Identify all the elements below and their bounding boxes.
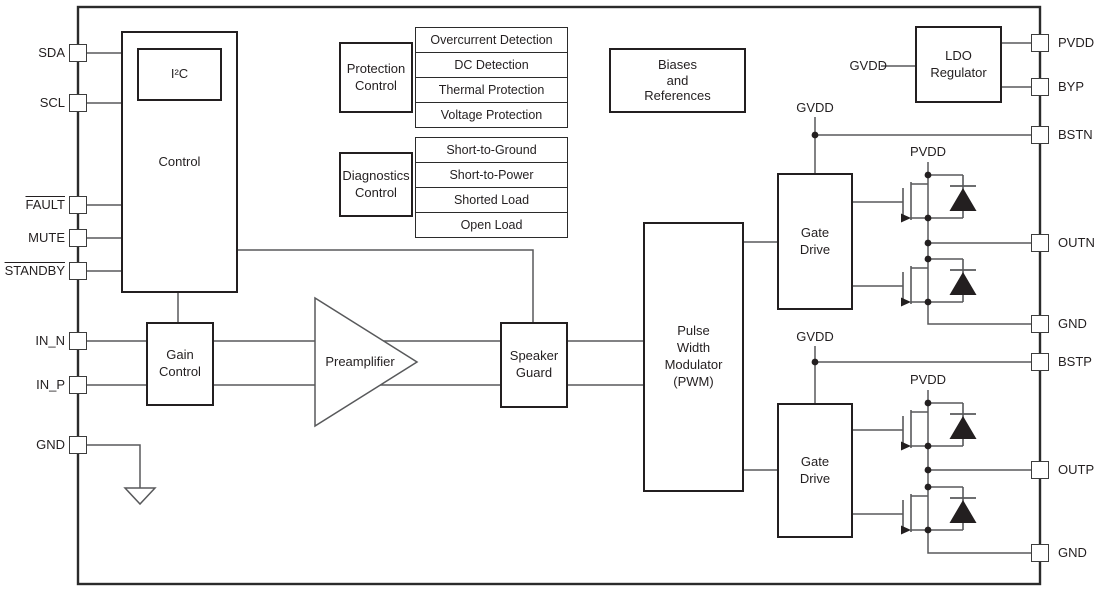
pin-mute — [69, 229, 87, 247]
pin-scl — [69, 94, 87, 112]
pin-label-bstn: BSTN — [1058, 127, 1093, 142]
pin-label-sda: SDA — [38, 45, 65, 60]
nmos-low-side-p — [900, 486, 978, 536]
i2c-block: I²C — [137, 48, 222, 101]
wire-gvdd-lower-bstp — [814, 346, 1031, 403]
control-label: Control — [158, 153, 201, 169]
net-pvdd-upper: PVDD — [909, 144, 947, 159]
net-pvdd-lower: PVDD — [909, 372, 947, 387]
net-gvdd-ldo: GVDD — [849, 58, 887, 73]
protection-row-label: DC Detection — [454, 57, 529, 72]
wire-control-pin-stubs — [87, 52, 121, 272]
diagnostics-row-label: Shorted Load — [453, 192, 530, 207]
protection-control-label: Protection Control — [346, 60, 406, 93]
protection-row-label: Thermal Protection — [438, 82, 545, 97]
protection-row-overcurrent: Overcurrent Detection — [415, 27, 568, 53]
pin-label-gnd-lower: GND — [1058, 545, 1087, 560]
pin-sda — [69, 44, 87, 62]
pin-pvdd — [1031, 34, 1049, 52]
pin-label-byp: BYP — [1058, 79, 1085, 94]
pin-label-standby: STANDBY — [4, 263, 65, 278]
ldo-regulator-label: LDO Regulator — [930, 47, 987, 80]
net-gvdd-lower: GVDD — [796, 329, 834, 344]
diagnostics-row-short-to-ground: Short-to-Ground — [415, 137, 568, 163]
diagnostics-row-label: Short-to-Power — [449, 167, 534, 182]
pin-gnd-lower — [1031, 544, 1049, 562]
ground-symbol — [123, 487, 157, 506]
preamplifier-triangle — [314, 296, 419, 428]
wire-gnd-pin — [87, 444, 141, 488]
pin-in-n — [69, 332, 87, 350]
pin-label-bstp: BSTP — [1058, 354, 1092, 369]
pin-bstn — [1031, 126, 1049, 144]
protection-row-dc: DC Detection — [415, 52, 568, 78]
speaker-guard-block: Speaker Guard — [500, 322, 568, 408]
pin-label-in-p: IN_P — [36, 377, 65, 392]
diagnostics-row-short-to-power: Short-to-Power — [415, 162, 568, 188]
pin-gnd-left — [69, 436, 87, 454]
wire-gvdd-upper-bstn — [814, 117, 1031, 173]
nmos-low-side-n — [900, 258, 978, 308]
nmos-high-side-n — [900, 174, 978, 224]
pin-label-outn: OUTN — [1058, 235, 1095, 250]
diagnostics-row-label: Short-to-Ground — [446, 142, 537, 157]
net-gvdd-upper: GVDD — [796, 100, 834, 115]
wire-lower-bridge-rail — [927, 390, 1031, 554]
gain-control-block: Gain Control — [146, 322, 214, 406]
pwm-label: Pulse Width Modulator (PWM) — [664, 323, 723, 389]
protection-row-label: Voltage Protection — [440, 107, 543, 122]
gate-drive-lower-block: Gate Drive — [777, 403, 853, 538]
diagnostics-control-block: Diagnostics Control — [339, 152, 413, 217]
diagnostics-row-shorted-load: Shorted Load — [415, 187, 568, 213]
nmos-high-side-p — [900, 402, 978, 452]
pin-gnd-upper — [1031, 315, 1049, 333]
protection-row-voltage: Voltage Protection — [415, 102, 568, 128]
pin-label-fault: FAULT — [25, 197, 66, 212]
junction-dots — [811, 131, 932, 534]
pin-outn — [1031, 234, 1049, 252]
pin-byp — [1031, 78, 1049, 96]
protection-row-label: Overcurrent Detection — [430, 32, 553, 47]
wire-pwm-to-gate-drives — [744, 241, 777, 471]
chip-outline — [76, 5, 1042, 586]
preamplifier-label: Preamplifier — [325, 354, 395, 369]
pin-label-gnd-upper: GND — [1058, 316, 1087, 331]
diagnostics-row-open-load: Open Load — [415, 212, 568, 238]
biases-references-label: Biases and References — [644, 57, 711, 104]
wire-gate-leads — [853, 201, 903, 515]
diagnostics-row-label: Open Load — [460, 217, 523, 232]
gate-drive-upper-block: Gate Drive — [777, 173, 853, 310]
wire-control-to-speaker-guard — [238, 249, 534, 322]
pin-label-gnd-left: GND — [36, 437, 65, 452]
pin-standby — [69, 262, 87, 280]
pin-label-mute: MUTE — [28, 230, 65, 245]
speaker-guard-label: Speaker Guard — [509, 348, 559, 380]
pin-label-in-n: IN_N — [35, 333, 65, 348]
pin-label-outp: OUTP — [1058, 462, 1095, 477]
ldo-regulator-block: LDO Regulator — [915, 26, 1002, 103]
biases-references-block: Biases and References — [609, 48, 746, 113]
protection-row-thermal: Thermal Protection — [415, 77, 568, 103]
i2c-label: I²C — [170, 66, 189, 82]
pin-fault — [69, 196, 87, 214]
pin-outp — [1031, 461, 1049, 479]
protection-control-block: Protection Control — [339, 42, 413, 113]
pin-in-p — [69, 376, 87, 394]
pin-bstp — [1031, 353, 1049, 371]
gate-drive-label: Gate Drive — [799, 224, 831, 257]
gain-control-label: Gain Control — [159, 347, 201, 379]
pwm-block: Pulse Width Modulator (PWM) — [643, 222, 744, 492]
diagnostics-control-label: Diagnostics Control — [342, 167, 410, 200]
pin-label-pvdd: PVDD — [1058, 35, 1095, 50]
pin-label-scl: SCL — [39, 95, 65, 110]
gate-drive-label: Gate Drive — [799, 453, 831, 486]
wire-ldo-connections — [881, 42, 1031, 88]
